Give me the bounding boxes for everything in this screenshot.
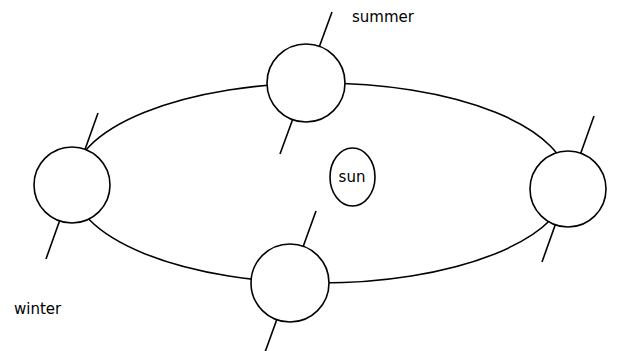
season-label: winter: [14, 300, 61, 318]
earth-circle: [530, 151, 606, 227]
earth-circle: [34, 147, 110, 223]
earth-circle: [251, 244, 329, 322]
earth-circle: [267, 44, 345, 122]
season-label: summer: [352, 8, 414, 26]
sun-ellipse: sun: [329, 147, 376, 207]
sun-label: sun: [339, 168, 366, 186]
